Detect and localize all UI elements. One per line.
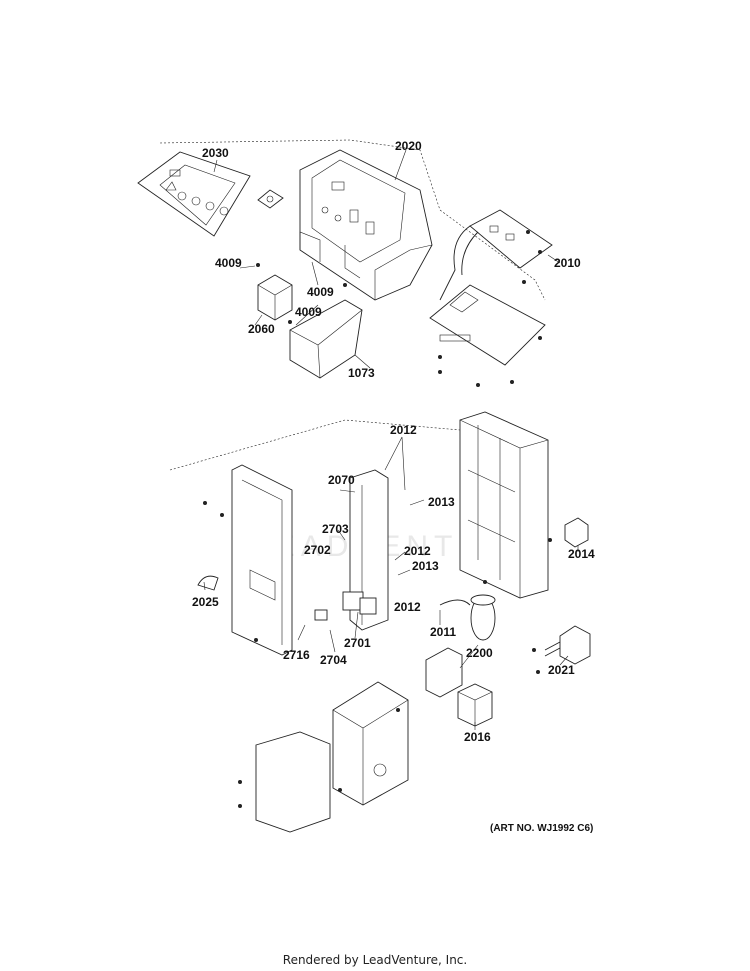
callout-2021: 2021 xyxy=(548,663,575,677)
lower-enclosure xyxy=(332,681,409,806)
callout-2060: 2060 xyxy=(248,322,275,336)
panel-2070 xyxy=(349,469,389,631)
callout-2704: 2704 xyxy=(320,653,347,667)
art-number: (ART NO. WJ1992 C6) xyxy=(490,823,594,834)
callout-2030: 2030 xyxy=(202,146,229,160)
contactor-assembly xyxy=(314,591,377,621)
side-panel xyxy=(231,464,293,656)
callout-2716: 2716 xyxy=(283,648,310,662)
footer-credit: Rendered by LeadVenture, Inc. xyxy=(282,953,468,967)
callout-2013-b: 2013 xyxy=(412,559,439,573)
callout-2012-c: 2012 xyxy=(394,600,421,614)
callout-2011: 2011 xyxy=(430,625,457,639)
faceplate-2030 xyxy=(137,151,251,237)
relay-2016 xyxy=(457,683,493,727)
callout-2701: 2701 xyxy=(344,636,371,650)
callout-2012-a: 2012 xyxy=(390,423,417,437)
callout-2014: 2014 xyxy=(568,547,595,561)
callout-2016: 2016 xyxy=(464,730,491,744)
callout-2020: 2020 xyxy=(395,139,422,153)
part-2014 xyxy=(564,517,589,548)
lower-cover xyxy=(255,731,331,833)
mounting-plate xyxy=(429,284,546,366)
transformer-2021 xyxy=(544,625,591,665)
callout-2010: 2010 xyxy=(554,256,581,270)
callout-4009-b: 4009 xyxy=(307,285,334,299)
callout-4009-a: 4009 xyxy=(215,256,242,270)
callout-2070: 2070 xyxy=(328,473,355,487)
capacitor-2011 xyxy=(439,594,496,641)
bracket-2025 xyxy=(197,575,219,591)
callout-2013-a: 2013 xyxy=(428,495,455,509)
callout-2200: 2200 xyxy=(466,646,493,660)
callout-4009-c: 4009 xyxy=(295,305,322,319)
callout-1073: 1073 xyxy=(348,366,375,380)
callout-2012-b: 2012 xyxy=(404,544,431,558)
cabinet-frame xyxy=(459,411,549,599)
callout-2025: 2025 xyxy=(192,595,219,609)
callout-2703: 2703 xyxy=(322,522,349,536)
circuit-board-2010 xyxy=(439,209,553,301)
callout-2702: 2702 xyxy=(304,543,331,557)
control-housing-2020 xyxy=(299,149,433,301)
mount-2200 xyxy=(425,647,463,698)
